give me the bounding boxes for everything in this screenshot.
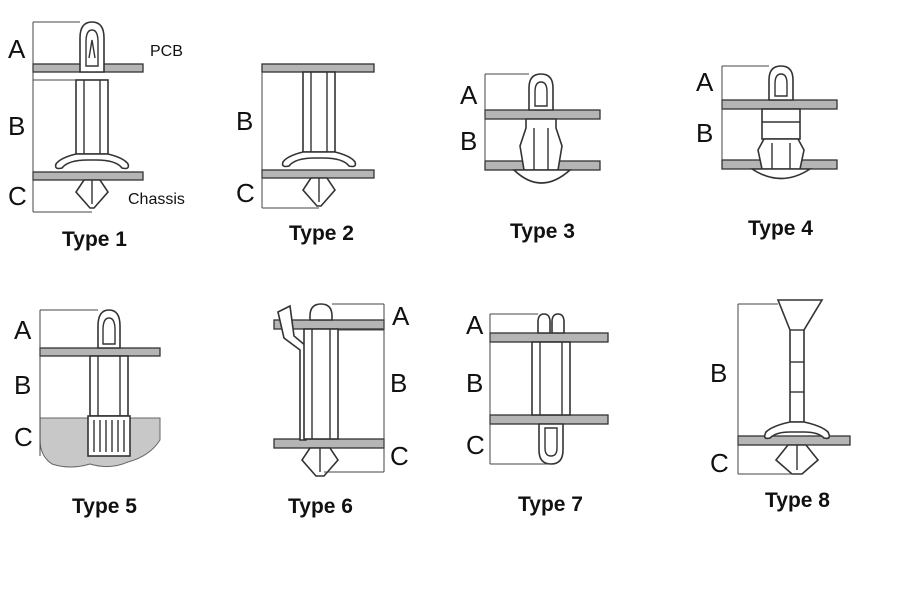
- type-3-label: Type 3: [510, 220, 575, 243]
- pcb-board: [489, 332, 609, 343]
- chassis-board: [32, 171, 144, 181]
- type-6-drawing: [273, 303, 385, 477]
- type-5-label: Type 5: [72, 495, 137, 518]
- dim-label-c: C: [710, 448, 729, 478]
- dim-label-a: A: [14, 315, 32, 345]
- dim-label-b: B: [8, 111, 26, 141]
- pcb-board: [261, 63, 375, 73]
- dim-label-b: B: [236, 106, 254, 136]
- type-8-drawing: [737, 299, 851, 475]
- chassis-board: [737, 435, 851, 446]
- pcb-board: [721, 99, 838, 110]
- type-7-drawing: [489, 313, 609, 465]
- chassis-annotation: Chassis: [128, 191, 185, 208]
- type-4-drawing: [721, 65, 838, 180]
- dim-label-a: A: [466, 310, 484, 340]
- dim-label-a: A: [696, 67, 714, 97]
- type-1-label: Type 1: [62, 228, 127, 251]
- type-5-drawing: [39, 309, 161, 468]
- dim-label-a: A: [460, 80, 478, 110]
- chassis-board: [261, 169, 375, 179]
- chassis-board: [489, 414, 609, 425]
- dim-label-c: C: [14, 422, 33, 452]
- dim-label-c: C: [466, 430, 485, 460]
- type-1-drawing: [32, 21, 144, 213]
- type-7-label: Type 7: [518, 493, 583, 516]
- dim-label-b: B: [390, 368, 408, 398]
- pcb-board: [39, 347, 161, 357]
- type-3-drawing: [484, 73, 601, 184]
- dim-label-c: C: [8, 181, 27, 211]
- type-2-drawing: [261, 63, 375, 209]
- dim-label-a: A: [8, 34, 26, 64]
- dim-label-c: C: [236, 178, 255, 208]
- dim-label-c: C: [390, 441, 409, 471]
- pcb-board: [484, 109, 601, 120]
- dim-label-b: B: [466, 368, 484, 398]
- chassis-board: [273, 438, 385, 449]
- dim-label-b: B: [14, 370, 32, 400]
- type-4-label: Type 4: [748, 217, 813, 240]
- type-6-label: Type 6: [288, 495, 353, 518]
- type-8-label: Type 8: [765, 489, 830, 512]
- dim-label-b: B: [696, 118, 714, 148]
- pcb-annotation: PCB: [150, 43, 183, 60]
- dim-label-b: B: [460, 126, 478, 156]
- dim-label-a: A: [392, 301, 410, 331]
- dim-label-b: B: [710, 358, 728, 388]
- type-2-label: Type 2: [289, 222, 354, 245]
